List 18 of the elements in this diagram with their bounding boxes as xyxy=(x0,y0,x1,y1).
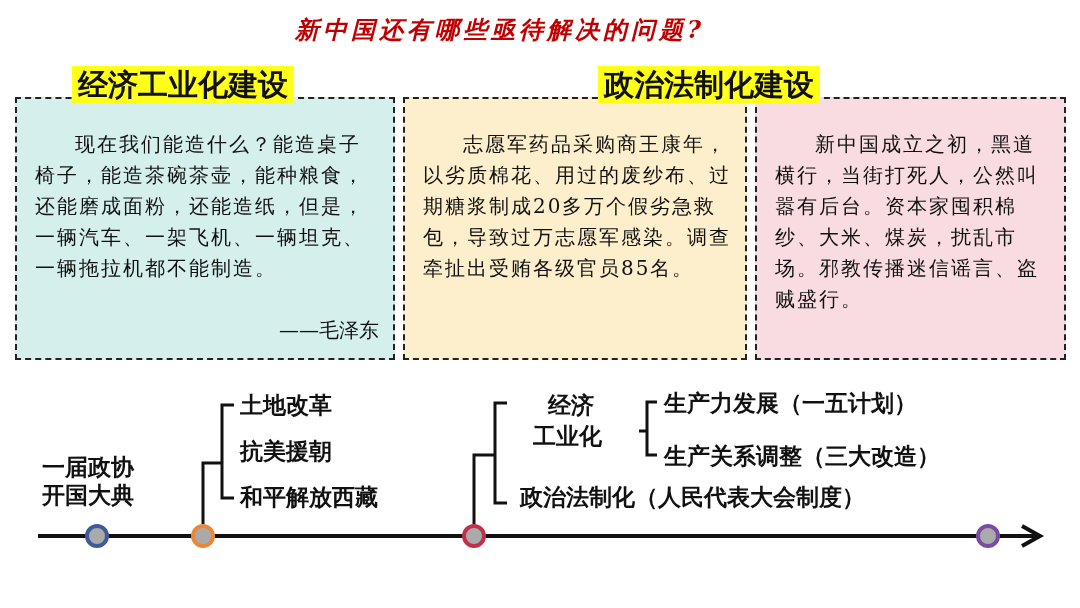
attribution-text: ——毛泽东 xyxy=(279,317,379,344)
passage-text: 现在我们能造什么？能造桌子椅子，能造茶碗茶壶，能种粮食，还能磨成面粉，还能造纸，但是，一辆汽车、一架飞机、一辆坦克、一辆拖拉机都不能制造。 xyxy=(35,131,366,282)
timeline-label: 生产力发展（一五计划） xyxy=(664,391,917,417)
timeline-label: 一届政协 xyxy=(42,455,134,481)
timeline-label: 土地改革 xyxy=(240,393,332,419)
timeline-label: 生产关系调整（三大改造） xyxy=(664,444,940,470)
passage-text: 新中国成立之初，黑道横行，当街打死人，公然叫嚣有后台。资本家囤积棉纱、大米、煤炭，扰乱市场。邪教传播迷信谣言、盗贼盛行。 xyxy=(775,131,1040,313)
timeline-label: 开国大典 xyxy=(42,483,134,509)
text-card xyxy=(755,97,1066,360)
timeline-label: 政治法制化（人民代表大会制度） xyxy=(520,485,865,511)
title: 新中国还有哪些亟待解决的问题? xyxy=(293,14,707,46)
highlight-banner: 经济工业化建设 xyxy=(72,66,294,103)
timeline-label: 和平解放西藏 xyxy=(240,485,378,511)
timeline-label: 抗美援朝 xyxy=(240,439,332,465)
timeline-label: 工业化 xyxy=(533,424,602,450)
timeline-label: 经济 xyxy=(548,393,594,419)
passage-text: 志愿军药品采购商王康年，以劣质棉花、用过的废纱布、过期糖浆制成20多万个假劣急救包，导致过万志愿军感染。调查牵扯出受贿各级官员85名。 xyxy=(423,131,731,282)
highlight-banner: 政治法制化建设 xyxy=(598,66,820,103)
